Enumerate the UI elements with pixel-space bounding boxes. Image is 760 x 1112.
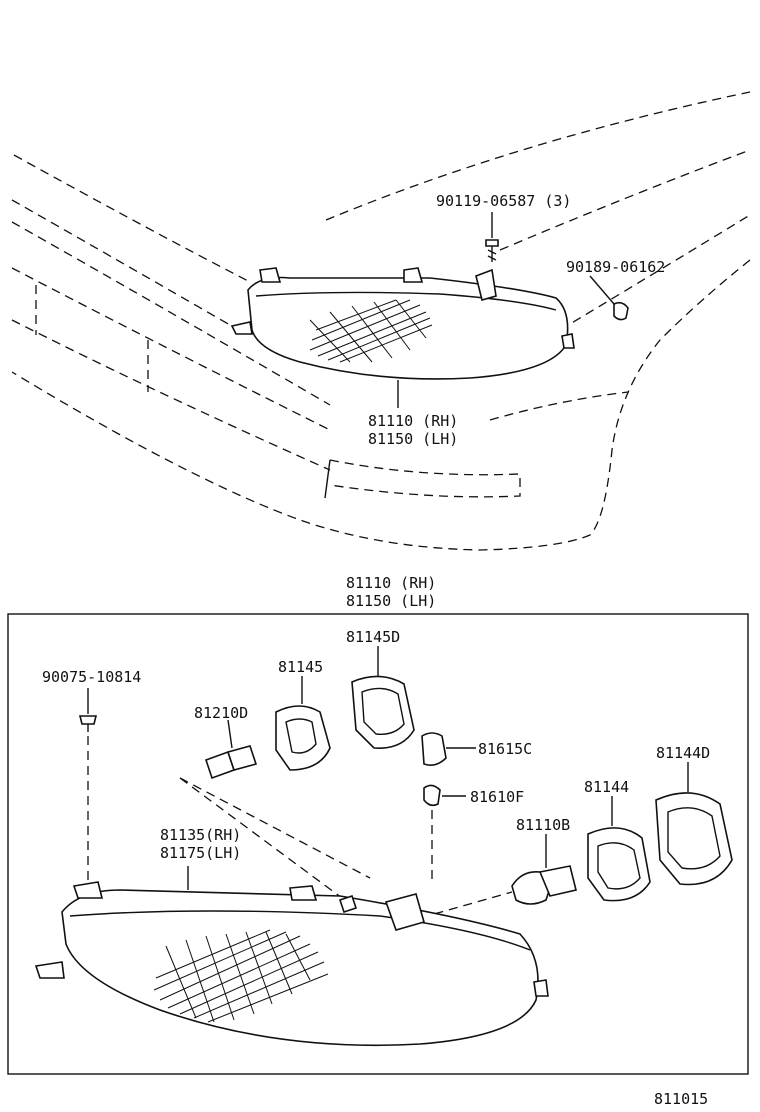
small-bulb-icon [204,745,258,780]
label-housing-lh: 81175(LH) [160,844,241,862]
main-bulb-icon [511,865,577,905]
label-unit-box-rh: 81110 (RH) [346,574,436,592]
socket-icon [421,732,447,766]
label-screw-top: 90119-06587 (3) [436,192,571,210]
wedge-bulb-icon [423,784,441,807]
exploded-view-frame [7,613,749,1075]
retainer-ring-icon [587,827,651,902]
socket-retainer-icon [275,705,331,771]
label-unit-box-lh: 81150 (LH) [346,592,436,610]
label-unit-top-rh: 81110 (RH) [368,412,458,430]
figure-number: 811015 [654,1090,708,1108]
label-retainer-ring-d: 81144D [656,744,710,762]
label-clip-top: 90189-06162 [566,258,665,276]
label-bolt: 90075-10814 [42,668,141,686]
label-housing-rh: 81135(RH) [160,826,241,844]
bolt-icon [78,715,98,732]
label-unit-top-lh: 81150 (LH) [368,430,458,448]
label-retainer-d: 81145D [346,628,400,646]
label-bulb-small: 81210D [194,704,248,722]
cover-ring-icon [655,792,733,886]
label-retainer: 81145 [278,658,323,676]
label-retainer-ring: 81144 [584,778,629,796]
label-bulb-main: 81110B [516,816,570,834]
screw-icon [485,239,499,262]
headlamp-housing [34,881,549,1047]
cover-retainer-icon [351,675,415,749]
clip-icon [613,301,629,321]
vehicle-front-outline [11,91,751,551]
headlamp-assembly-top [230,267,575,380]
label-bulb-wedge: 81610F [470,788,524,806]
label-socket: 81615C [478,740,532,758]
